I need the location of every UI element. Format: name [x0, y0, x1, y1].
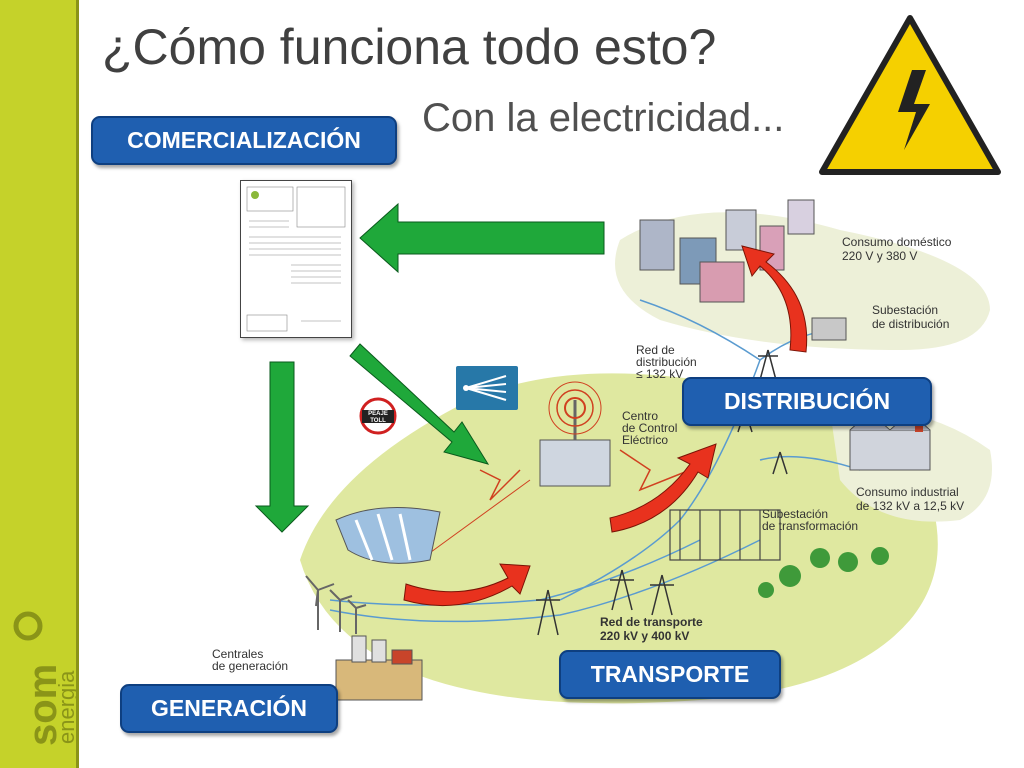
toll-sign-icon: PEAJE TOLL [359, 397, 397, 435]
warning-electricity-icon [819, 15, 1001, 175]
red-arrows [403, 245, 808, 607]
slide-subtitle: Con la electricidad... [422, 96, 785, 140]
label-generacion: GENERACIÓN [120, 684, 338, 733]
label-red-transporte-1: Red de transporte [600, 615, 703, 629]
signal-zigzag [479, 469, 521, 501]
green-arrows [254, 202, 605, 533]
label-consumo-industrial-1: Consumo industrial [856, 485, 959, 499]
label-red-distribucion-3: ≤ 132 kV [636, 367, 683, 381]
signal-line [419, 479, 531, 561]
som-energia-logo: som energia [13, 611, 76, 746]
label-centrales-1: Centrales [212, 647, 263, 661]
label-distribucion: DISTRIBUCIÓN [682, 377, 932, 426]
label-consumo-domestico-1: Consumo doméstico [842, 235, 952, 249]
network-icon [456, 366, 518, 410]
label-comercializacion: COMERCIALIZACIÓN [91, 116, 397, 165]
power-plant [335, 635, 423, 701]
svg-text:TOLL: TOLL [370, 418, 386, 424]
sidebar-divider [76, 0, 79, 768]
distribution-substation [811, 317, 847, 341]
label-subestacion-dist-2: de distribución [872, 317, 949, 331]
label-red-transporte-2: 220 kV y 400 kV [600, 629, 689, 643]
arrow-to-generacion [254, 361, 310, 533]
signal-zigzag [619, 449, 691, 492]
wind-turbines [305, 575, 367, 634]
label-centro-control-2: de Control [622, 421, 677, 435]
logo-energia-text: energia [54, 670, 76, 744]
label-centro-control-3: Eléctrico [622, 433, 668, 447]
arrow-to-transporte [403, 563, 531, 607]
logo-som-text: som [21, 664, 65, 746]
control-center [539, 381, 611, 487]
arrow-to-comercializacion [359, 202, 605, 274]
sidebar-band [0, 0, 78, 768]
arrow-to-distribucion [609, 443, 717, 533]
invoice-document [240, 180, 352, 338]
trees [758, 547, 889, 598]
label-subestacion-dist-1: Subestación [872, 303, 938, 317]
label-red-distribucion-2: distribución [636, 355, 697, 369]
label-subestacion-transf-1: Subestación [762, 507, 828, 521]
svg-text:PEAJE: PEAJE [368, 411, 388, 417]
label-red-distribucion-1: Red de [636, 343, 675, 357]
label-centrales-2: de generación [212, 659, 288, 673]
label-centro-control-1: Centro [622, 409, 658, 423]
residential-buildings [639, 199, 815, 303]
label-subestacion-transf-2: de transformación [762, 519, 858, 533]
label-consumo-industrial-2: de 132 kV a 12,5 kV [856, 499, 964, 513]
hydro-dam [335, 507, 441, 564]
slide-title: ¿Cómo funciona todo esto? [102, 19, 717, 75]
label-consumo-domestico-2: 220 V y 380 V [842, 249, 917, 263]
transformation-substation [669, 509, 781, 561]
arrow-to-consumo [741, 245, 808, 353]
label-transporte: TRANSPORTE [559, 650, 781, 699]
arrow-to-center [349, 343, 490, 465]
